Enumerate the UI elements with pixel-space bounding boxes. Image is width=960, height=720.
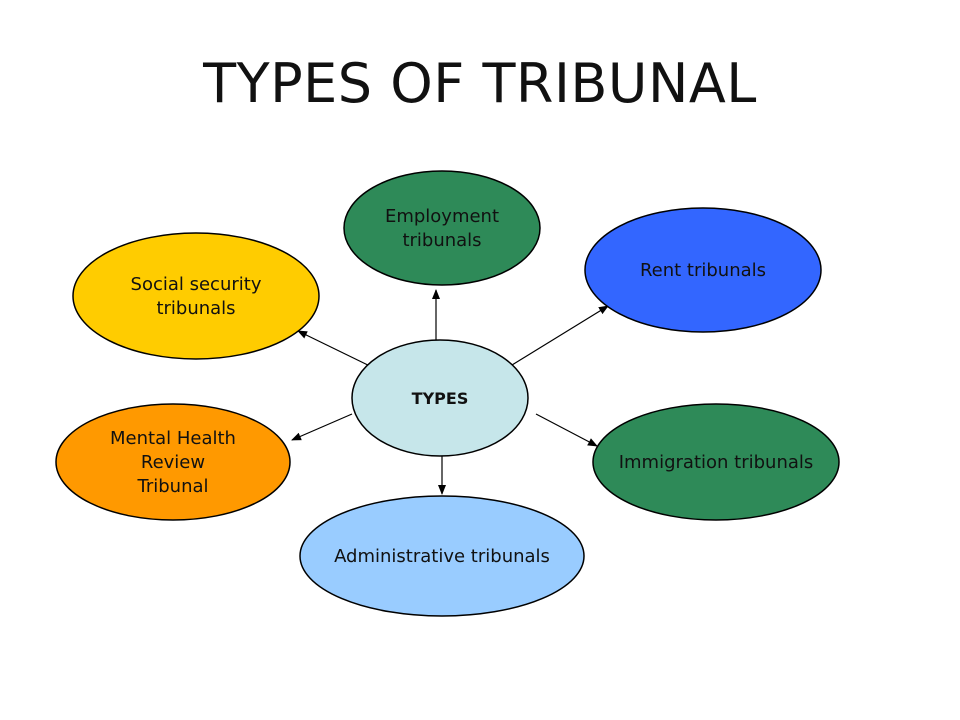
- node-label-mental-health: Tribunal: [136, 476, 208, 497]
- node-employment: Employment tribunals: [343, 170, 541, 286]
- node-label-administrative: Administrative tribunals: [334, 546, 550, 567]
- node-label-employment: tribunals: [402, 230, 481, 251]
- node-label-employment: Employment: [385, 206, 499, 227]
- connector-arrow-social-security: [297, 330, 377, 370]
- node-administrative: Administrative tribunals: [299, 495, 585, 617]
- node-label-rent: Rent tribunals: [640, 260, 766, 281]
- node-rent: Rent tribunals: [584, 207, 822, 333]
- node-label-social-security: Social security: [131, 274, 262, 295]
- node-label-immigration: Immigration tribunals: [619, 452, 814, 473]
- node-social-security: Social security tribunals: [72, 232, 320, 360]
- slide-title: TYPES OF TRIBUNAL: [203, 52, 757, 115]
- connector-arrow-mental-health: [291, 413, 353, 441]
- node-label-social-security: tribunals: [156, 298, 235, 319]
- node-ellipse-rent: [584, 207, 822, 333]
- node-ellipse-mental-health: [55, 403, 291, 521]
- hub-label: TYPES: [412, 389, 469, 408]
- connector-arrow-immigration: [535, 413, 598, 447]
- hub-node: TYPES: [351, 339, 529, 457]
- connectors: [291, 289, 609, 495]
- node-label-mental-health: Mental Health: [110, 428, 236, 449]
- node-ellipse-employment: [343, 170, 541, 286]
- node-immigration: Immigration tribunals: [592, 403, 840, 521]
- node-label-mental-health: Review: [141, 452, 205, 473]
- hub-ellipse: [351, 339, 529, 457]
- node-ellipse-administrative: [299, 495, 585, 617]
- connector-arrow-rent: [511, 305, 609, 366]
- node-ellipse-social-security: [72, 232, 320, 360]
- node-ellipse-immigration: [592, 403, 840, 521]
